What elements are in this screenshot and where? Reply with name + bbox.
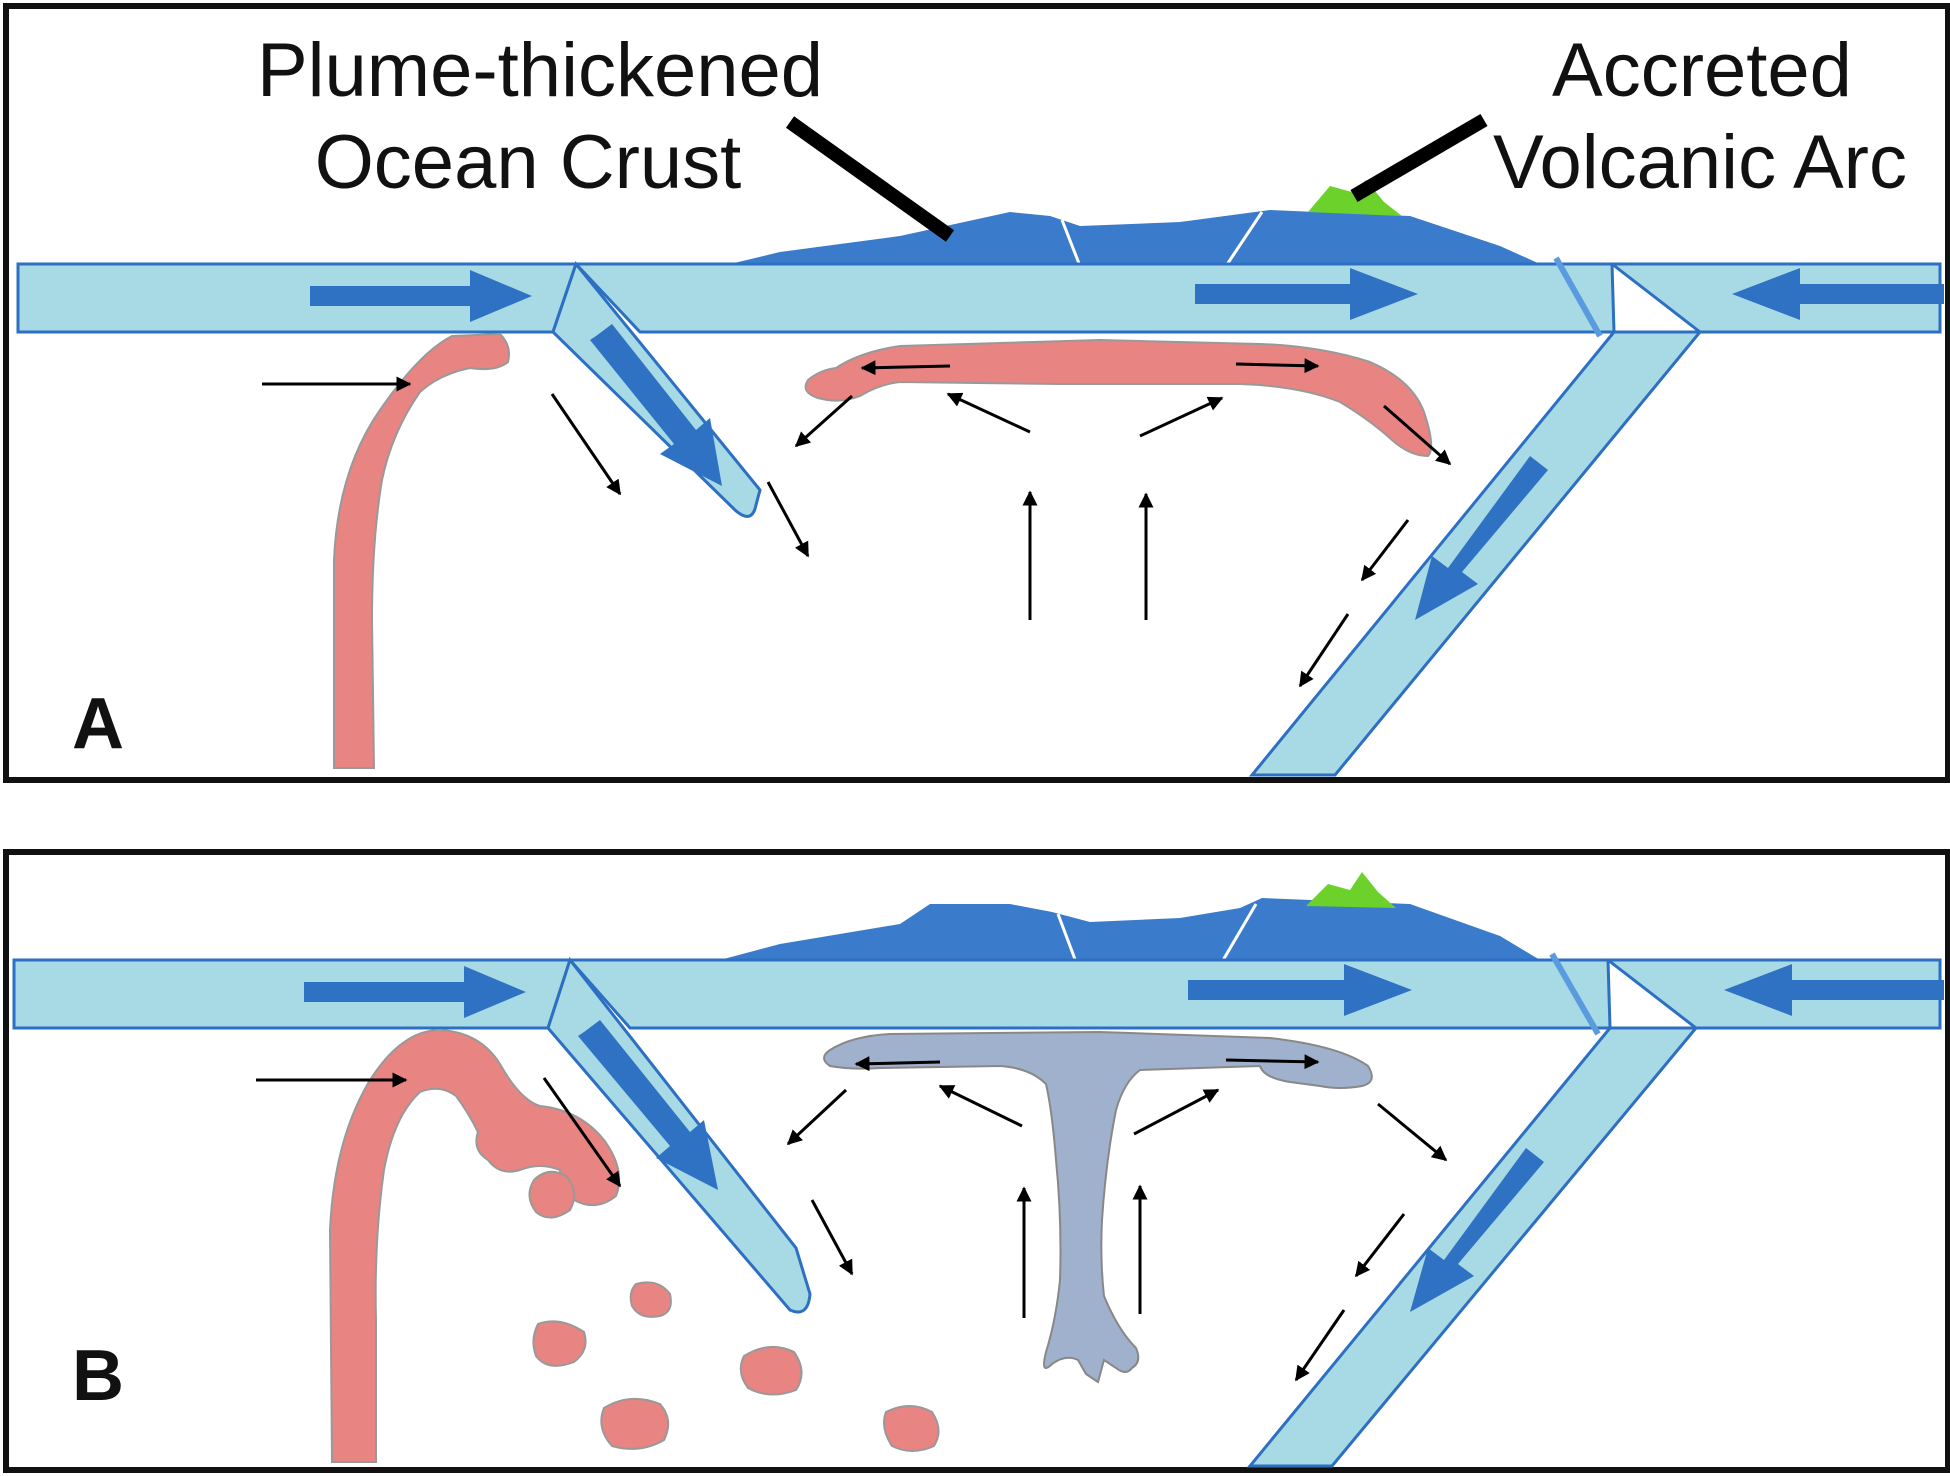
arc-label: Accreted <box>1552 28 1852 113</box>
slab-motion-arrow <box>578 1020 718 1190</box>
slab-motion-arrow <box>1410 1148 1544 1312</box>
panel-letter: A <box>72 684 124 764</box>
crust-fracture <box>1056 913 1078 963</box>
plume-fragment <box>739 1345 803 1396</box>
panel-a: Plume-thickened Ocean Crust Accreted Vol… <box>3 3 1950 783</box>
flow-arrow <box>938 1084 1023 1128</box>
arc-label: Volcanic Arc <box>1493 120 1907 205</box>
plate-motion-arrow <box>1195 268 1418 320</box>
plate-boundary <box>1553 256 1603 338</box>
ponded-plume-material <box>804 338 1433 458</box>
flow-arrow <box>1360 519 1410 582</box>
flow-arrow <box>1298 613 1350 688</box>
plate-motion-arrow <box>1188 964 1412 1016</box>
flow-arrow <box>1139 396 1224 438</box>
plume-crust-label: Plume-thickened <box>257 28 823 113</box>
central-plate <box>572 262 1616 334</box>
flow-arrow <box>860 360 951 376</box>
plume-crust-leader-line <box>785 116 955 242</box>
accreted-volcanic-arc <box>1306 872 1396 908</box>
plate-motion-arrow <box>1724 964 1944 1016</box>
flow-arrow <box>810 1199 854 1276</box>
flow-arrow <box>1354 1213 1406 1278</box>
arc-leader-line <box>1350 113 1488 203</box>
plume-thickened-crust <box>730 210 1540 264</box>
mantle-flow-arrows <box>256 1054 1448 1382</box>
flow-arrow <box>794 394 853 448</box>
panel-letter: B <box>72 1336 124 1416</box>
plume-fragment <box>532 1320 587 1367</box>
plume-fragment <box>528 1170 576 1219</box>
flow-arrow <box>1383 404 1452 466</box>
plume-crust-label: Ocean Crust <box>315 120 742 205</box>
panel-b: B <box>3 849 1950 1473</box>
slab-motion-arrow <box>1415 456 1548 620</box>
mantle-plume <box>333 332 510 769</box>
plate-boundary <box>1549 952 1601 1036</box>
plume-thickened-crust <box>720 898 1540 960</box>
plume-fragment <box>629 1281 672 1318</box>
plume-fragment <box>600 1397 670 1450</box>
flow-arrow <box>786 1088 848 1146</box>
flow-arrow <box>550 393 622 496</box>
flow-arrow <box>1225 1054 1320 1070</box>
crust-fracture <box>1060 219 1082 267</box>
slab-motion-arrow <box>590 324 722 486</box>
plume-fragment <box>883 1405 940 1452</box>
plate-motion-arrow <box>310 270 532 322</box>
flow-arrow <box>542 1077 622 1188</box>
accreted-volcanic-arc <box>1308 180 1402 216</box>
flow-arrow <box>1235 358 1320 374</box>
crust-fracture <box>1220 903 1258 963</box>
flow-arrow <box>854 1056 941 1072</box>
flow-arrow <box>1294 1309 1346 1382</box>
crust-fracture <box>1224 211 1264 267</box>
plate-motion-arrow <box>304 966 526 1018</box>
flow-arrow <box>766 481 810 558</box>
plate-motion-arrow <box>1732 268 1944 320</box>
flow-arrow <box>1133 1088 1220 1136</box>
delaminated-lithosphere <box>823 1030 1373 1384</box>
flow-arrow <box>1377 1102 1448 1162</box>
flow-arrow <box>946 392 1031 434</box>
central-plate <box>566 958 1612 1030</box>
mantle-flow-arrows <box>262 358 1452 688</box>
right-subducting-slab <box>1246 1026 1700 1468</box>
